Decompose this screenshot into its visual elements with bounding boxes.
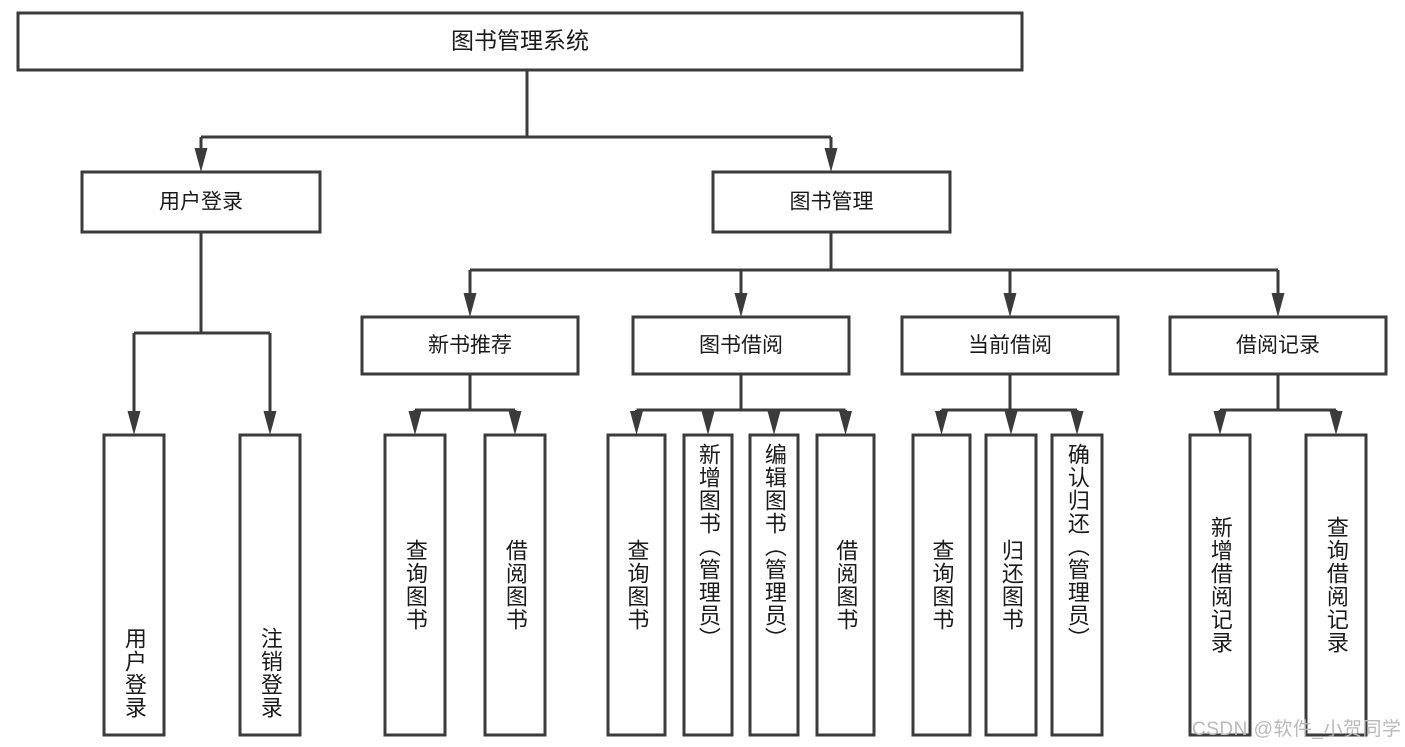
level2-node-current-borrow-box[interactable] xyxy=(900,315,1120,376)
leaf-node-leaf-query-book-1-box[interactable] xyxy=(383,433,447,737)
leaf-node-leaf-user-login-box[interactable] xyxy=(102,433,166,737)
leaf-arrow xyxy=(767,411,781,435)
leaf-node-leaf-confirm-return-box[interactable] xyxy=(1050,433,1104,737)
level2-arrow xyxy=(1003,293,1017,317)
level1-arrow xyxy=(824,148,838,172)
level2-node-borrow-record-label: 借阅记录 xyxy=(1236,334,1320,357)
level2-arrow xyxy=(463,293,477,317)
leaf-node-leaf-edit-book-box[interactable] xyxy=(748,433,800,737)
level2-node-current-borrow-label: 当前借阅 xyxy=(968,334,1052,357)
leaf-node-leaf-query-record-box[interactable] xyxy=(1304,433,1368,737)
level2-node-new-book-recommend-box[interactable] xyxy=(360,315,580,376)
level2-arrow xyxy=(734,293,748,317)
leaf-arrow xyxy=(630,411,643,435)
root-node-label: 图书管理系统 xyxy=(451,28,589,54)
leaf-node-leaf-return-book-box[interactable] xyxy=(984,433,1038,737)
level2-node-book-borrow-box[interactable] xyxy=(631,315,851,376)
leaf-arrow xyxy=(1070,411,1084,435)
leaf-node-leaf-borrow-book-1-box[interactable] xyxy=(483,433,547,737)
level1-node-user-login-box[interactable] xyxy=(80,170,322,234)
leaf-arrow xyxy=(1004,411,1018,435)
level2-arrow xyxy=(1271,293,1285,317)
level2-node-borrow-record-box[interactable] xyxy=(1168,315,1388,376)
leaf-node-leaf-logout-login-box[interactable] xyxy=(238,433,302,737)
leaf-arrow xyxy=(839,411,852,435)
leaf-arrow xyxy=(263,411,277,435)
leaf-node-leaf-borrow-book-2-box[interactable] xyxy=(815,433,876,737)
csdn-watermark: CSDN @软件_小贺同学 xyxy=(1192,719,1402,740)
leaf-arrow xyxy=(127,411,141,435)
leaf-arrow xyxy=(1329,411,1343,435)
level2-node-new-book-recommend-label: 新书推荐 xyxy=(428,334,512,357)
level1-node-user-login-label: 用户登录 xyxy=(159,191,243,214)
leaf-node-leaf-add-book-box[interactable] xyxy=(682,433,734,737)
leaf-arrow xyxy=(1213,411,1227,435)
boxes-layer xyxy=(16,11,1388,737)
leaf-node-leaf-query-book-3-box[interactable] xyxy=(911,433,972,737)
leaf-arrow xyxy=(701,411,715,435)
level2-node-book-borrow-label: 图书借阅 xyxy=(699,334,783,357)
root-node-box[interactable] xyxy=(16,11,1024,72)
leaf-node-leaf-add-record-box[interactable] xyxy=(1188,433,1252,737)
leaf-arrow xyxy=(935,411,948,435)
leaf-arrow xyxy=(408,411,422,435)
connectors-layer xyxy=(127,70,1343,435)
leaf-arrow xyxy=(508,411,522,435)
level1-node-book-manage-label: 图书管理 xyxy=(790,191,874,214)
level1-arrow xyxy=(194,148,208,172)
level1-node-book-manage-box[interactable] xyxy=(711,170,952,234)
leaf-node-leaf-query-book-2-box[interactable] xyxy=(606,433,667,737)
